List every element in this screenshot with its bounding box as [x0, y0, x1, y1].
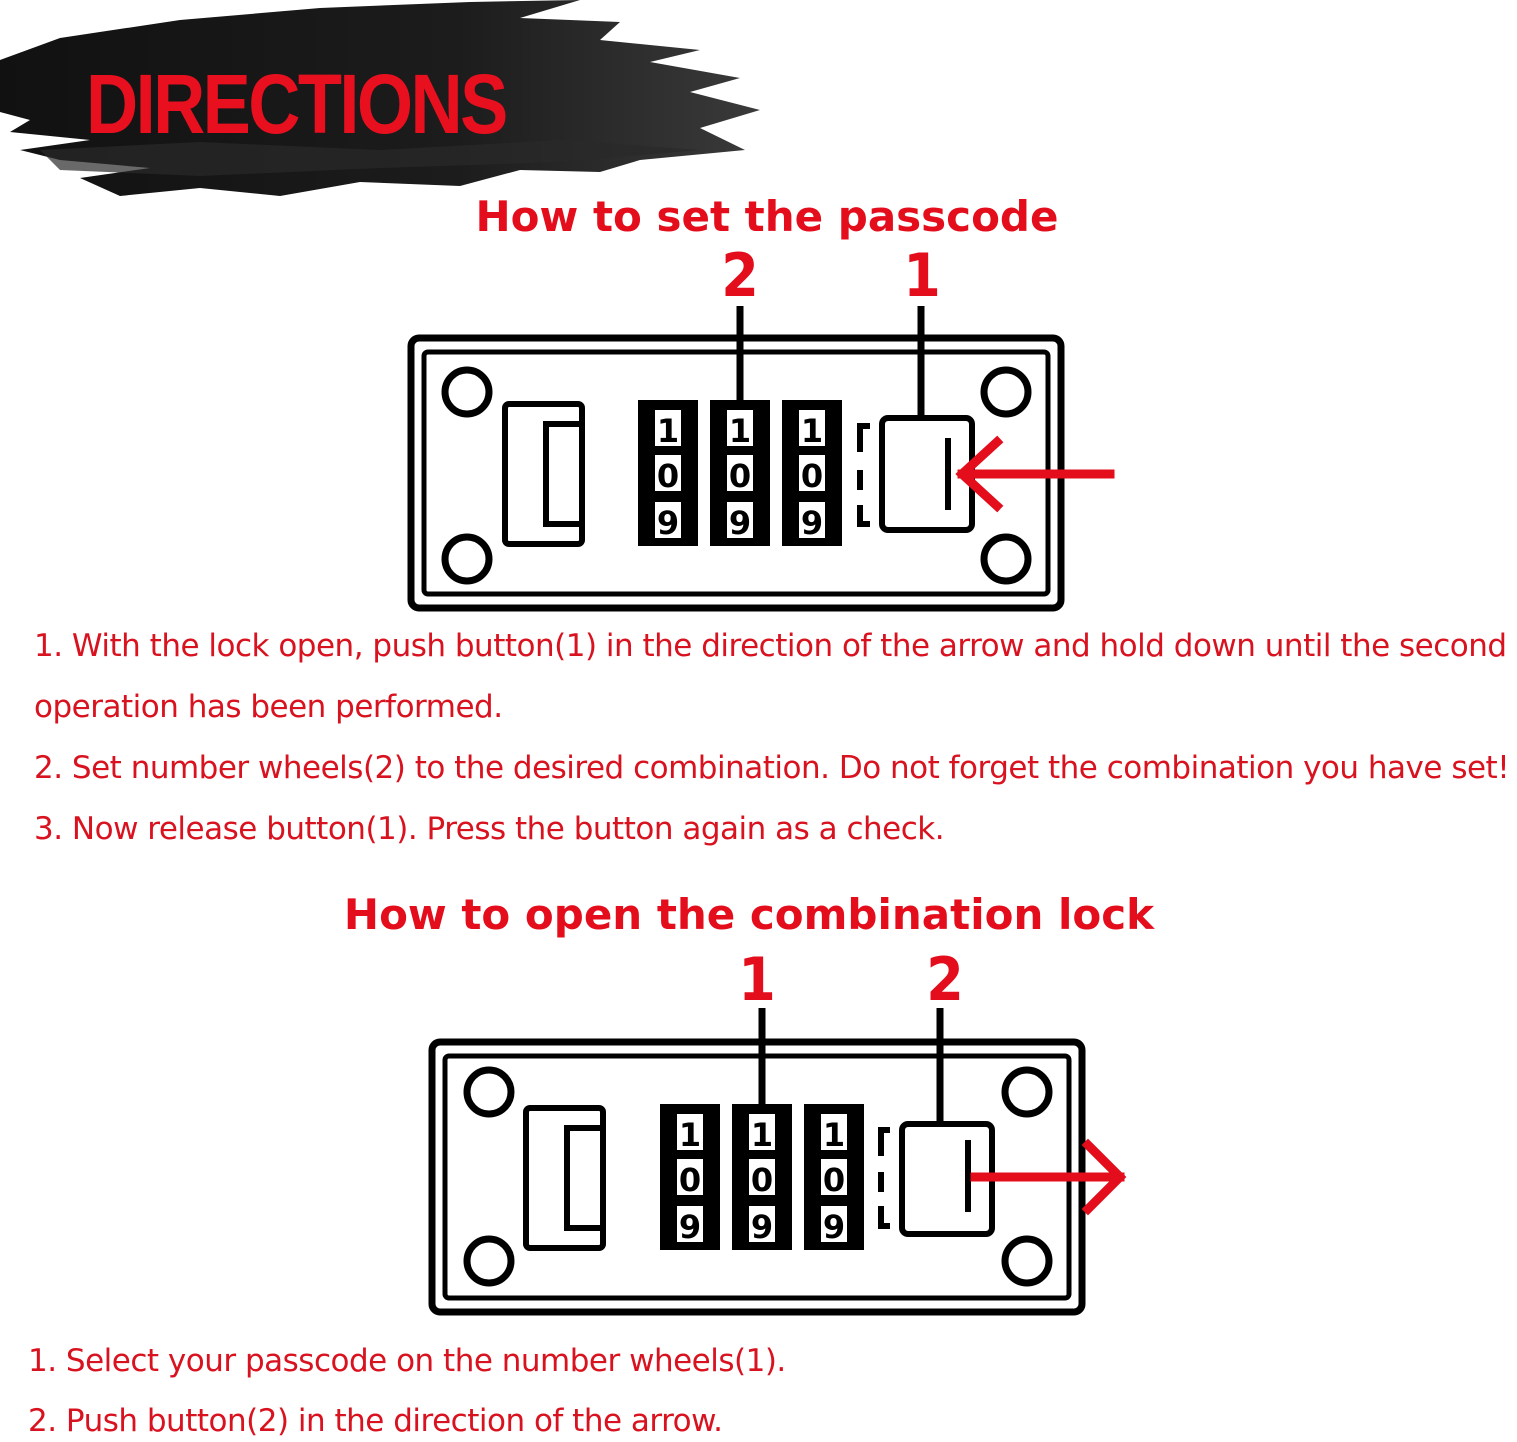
- release-button: [857, 415, 975, 533]
- wheel-3-digit-mid: 0: [801, 457, 823, 495]
- shackle-slot: [523, 1105, 606, 1251]
- set-step-2: 2. Set number wheels(2) to the desired c…: [34, 750, 1510, 786]
- callout-wheels-number-open: 1: [738, 945, 776, 1015]
- open-step-2: 2. Push button(2) in the direction of th…: [28, 1403, 723, 1439]
- wheel-2-digit-top: 1: [751, 1116, 773, 1154]
- screw-hole-top-left: [463, 1066, 515, 1118]
- wheel-1-digit-top: 1: [679, 1116, 701, 1154]
- directions-title: DIRECTIONS: [86, 57, 508, 151]
- wheel-1-digit-bottom: 9: [679, 1208, 701, 1246]
- wheel-2-digit-mid: 0: [729, 457, 751, 495]
- wheel-1-digit-bottom: 9: [657, 504, 679, 542]
- pull-arrow-right: [970, 1138, 1127, 1216]
- lock-diagram-set: 1 0 9 1 0 9 1 0 9: [407, 306, 1115, 612]
- callout-button-number-open: 2: [926, 945, 964, 1015]
- brush-stroke-banner: [0, 0, 760, 196]
- wheel-2-digit-top: 1: [729, 412, 751, 450]
- screw-hole-top-right: [980, 366, 1032, 418]
- wheel-3-digit-mid: 0: [823, 1161, 845, 1199]
- wheel-3-digit-top: 1: [823, 1116, 845, 1154]
- wheel-1-digit-mid: 0: [657, 457, 679, 495]
- wheel-2-digit-bottom: 9: [751, 1208, 773, 1246]
- set-step-1: 1. With the lock open, push button(1) in…: [34, 628, 1507, 664]
- callout-lines: [736, 306, 925, 418]
- screw-hole-bottom-left: [463, 1235, 515, 1287]
- callout-wheels-number: 2: [721, 241, 759, 311]
- set-step-1-cont: operation has been performed.: [34, 689, 503, 725]
- screw-hole-bottom-right: [1001, 1235, 1053, 1287]
- callout-button-number: 1: [903, 241, 941, 311]
- wheel-2-digit-bottom: 9: [729, 504, 751, 542]
- set-passcode-title: How to set the passcode: [475, 192, 1059, 241]
- shackle-slot: [502, 401, 585, 547]
- screw-hole-top-left: [441, 366, 493, 418]
- open-lock-title: How to open the combination lock: [343, 890, 1155, 939]
- number-wheels: 1 0 9 1 0 9 1 0 9: [638, 400, 842, 546]
- number-wheels: 1 0 9 1 0 9 1 0 9: [660, 1104, 864, 1250]
- lock-diagram-open: 1 0 9 1 0 9 1 0 9: [428, 1008, 1127, 1316]
- callout-lines: [758, 1008, 944, 1124]
- wheel-3-digit-top: 1: [801, 412, 823, 450]
- wheel-3-digit-bottom: 9: [823, 1208, 845, 1246]
- screw-hole-bottom-right: [980, 533, 1032, 585]
- open-step-1: 1. Select your passcode on the number wh…: [28, 1343, 786, 1379]
- wheel-1-digit-top: 1: [657, 412, 679, 450]
- screw-hole-bottom-left: [441, 533, 493, 585]
- screw-hole-top-right: [1001, 1066, 1053, 1118]
- wheel-2-digit-mid: 0: [751, 1161, 773, 1199]
- set-step-3: 3. Now release button(1). Press the butt…: [34, 811, 945, 847]
- wheel-3-digit-bottom: 9: [801, 504, 823, 542]
- wheel-1-digit-mid: 0: [679, 1161, 701, 1199]
- push-arrow-left: [955, 435, 1115, 513]
